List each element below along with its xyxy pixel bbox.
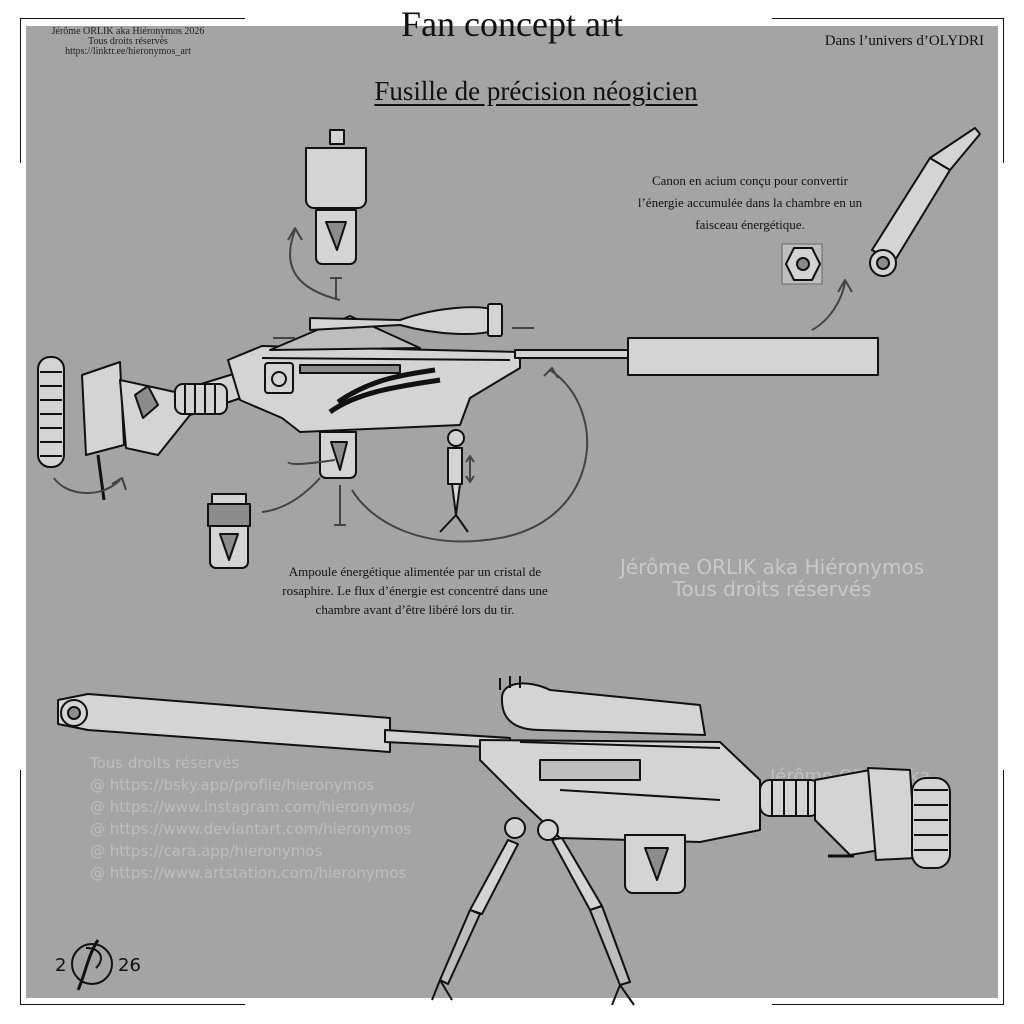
frame-top-right — [772, 18, 1004, 19]
bottom-grip-wrap-icon — [759, 779, 821, 817]
watermark-right: Jérôme ORLIK aka Hiéronymos Tous droits … — [620, 555, 925, 601]
bottom-butt-plate-icon — [867, 767, 917, 861]
page-title: Fan concept art — [401, 4, 623, 44]
signature-year-left: 2 — [55, 955, 67, 976]
frame-bottom-left — [20, 1004, 245, 1005]
universe-label: Dans l’univers d’OLYDRI — [824, 33, 984, 49]
top-rifle-drawing — [37, 127, 981, 569]
frame-bottom-right — [772, 1004, 1004, 1005]
bottom-muzzle-brake — [57, 693, 391, 753]
bulb-annotation: Ampoule énergétique alimentée par un cri… — [282, 564, 548, 617]
watermark-links: Tous droits réservés @ https://bsky.app/… — [90, 754, 415, 882]
bottom-rifle-drawing — [57, 676, 951, 1006]
top-barrel — [514, 349, 631, 359]
assembly-arrows — [53, 227, 853, 543]
frame-top-left — [20, 18, 245, 19]
exploded-bulb-top-icon — [305, 129, 367, 265]
bottom-scope-icon — [500, 682, 706, 736]
frame-right-bottom — [1003, 770, 1004, 1005]
artist-credit: Jérôme ORLIK aka Hiéronymos 2026 Tous dr… — [51, 26, 205, 57]
frame-right-top — [1003, 18, 1004, 163]
grip-wrap-icon — [174, 383, 228, 415]
frame-left-top — [20, 18, 21, 163]
signature-logo-icon — [71, 939, 113, 991]
top-muzzle-brake — [627, 337, 879, 376]
hex-nut-icon — [781, 243, 823, 285]
butt-plate-icon — [81, 361, 125, 456]
top-bipod-icon — [439, 429, 469, 533]
butt-wrap-icon — [37, 356, 65, 468]
barrel-section-icon — [869, 127, 981, 277]
artwork-subtitle: Fusille de précision néogicien — [374, 76, 698, 106]
bottom-bipod-icon — [431, 817, 635, 1006]
signature-year-right: 26 — [118, 955, 141, 976]
bottom-butt-wrap-icon — [911, 777, 951, 869]
barrel-annotation: Canon en acium conçu pour convertir l’én… — [637, 173, 863, 232]
exploded-bulb-bottom-icon — [207, 493, 251, 569]
frame-left-bottom — [20, 770, 21, 1005]
